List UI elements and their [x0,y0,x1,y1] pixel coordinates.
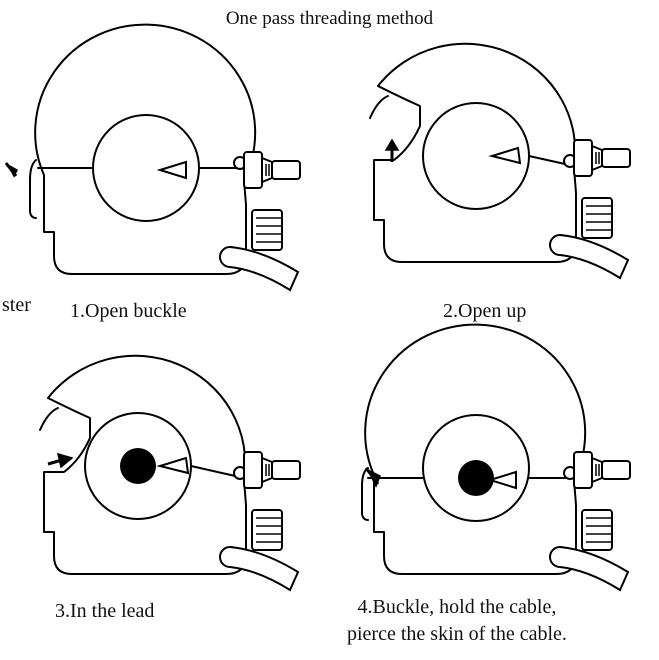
clipped-text-fragment: ster [2,294,31,316]
step-4-sensor [361,323,631,591]
step-3-sensor [39,354,301,591]
step-1-sensor [29,23,301,291]
step-1-caption: 1.Open buckle [70,300,187,322]
cable-cross-section [458,460,494,496]
up-arrow-icon [384,138,400,162]
cable-cross-section [120,448,156,484]
step-4-caption: 4.Buckle, hold the cable, pierce the ski… [347,594,567,648]
down-right-arrow-icon [364,467,381,488]
down-right-arrow-icon [4,162,18,178]
right-arrow-icon [47,452,74,469]
step-4-caption-line-2: pierce the skin of the cable. [347,623,567,645]
step-4-caption-line-1: 4.Buckle, hold the cable, [357,596,557,618]
step-2-sensor [369,42,631,279]
diagram-title: One pass threading method [225,8,434,29]
step-3-caption: 3.In the lead [55,600,155,622]
step-2-caption: 2.Open up [443,300,527,322]
